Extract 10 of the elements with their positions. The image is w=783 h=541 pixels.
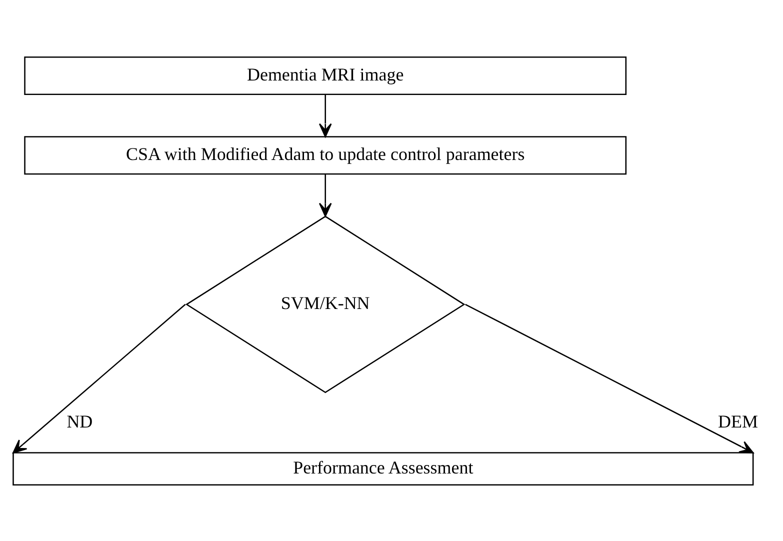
arrow <box>465 303 754 453</box>
edge-label: ND <box>66 410 93 431</box>
arrow <box>318 94 332 137</box>
arrow <box>12 303 186 453</box>
node-diamond: SVM/K-NN <box>185 215 466 393</box>
arrow <box>318 174 332 216</box>
node-box: Performance Assessment <box>12 452 754 485</box>
node-box: CSA with Modified Adam to update control parameters <box>24 136 627 174</box>
edge-label: DEM <box>718 410 758 431</box>
node-box: Dementia MRI image <box>24 56 627 95</box>
